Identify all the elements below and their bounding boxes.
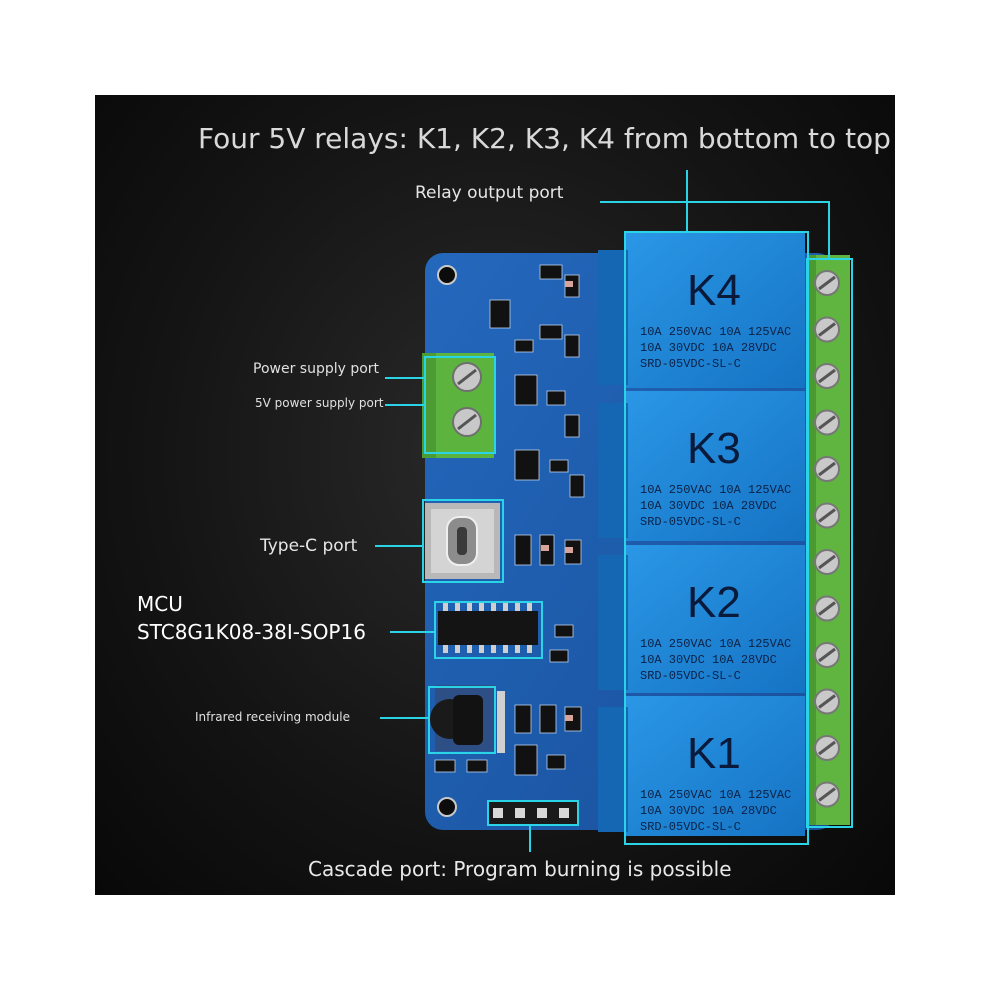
screw-slot [818,415,836,430]
screw-slot [818,275,836,291]
mounting-hole [437,797,457,817]
screw-slot [818,647,836,663]
type-c-label: Type-C port [260,536,358,556]
ir-receiver-component [430,685,505,753]
screw-slot [818,787,836,802]
relay-spec-line: 10A 30VDC 10A 28VDC [640,341,777,355]
power-5v-label: 5V power supply port [255,396,384,410]
relay-board-svg: K4 10A 250VAC 10A 125VAC 10A 30VDC 10A 28V… [375,170,853,852]
relay-spec-line: 10A 30VDC 10A 28VDC [640,653,777,667]
relay-spec-line: 10A 250VAC 10A 125VAC [640,483,791,497]
highlight-cascade [487,800,579,826]
relay-k4 [598,233,805,388]
mounting-hole [437,265,457,285]
relay-spec-line: SRD-05VDC-SL-C [640,357,741,371]
power-terminal-block [422,353,494,458]
leader-lines [375,170,830,852]
cascade-label: Cascade port: Program burning is possibl… [308,857,732,881]
relay-spec-line: SRD-05VDC-SL-C [640,669,741,683]
mcu-chip [438,603,538,653]
relay-k2 [598,545,805,693]
screw-slot [818,461,836,477]
terminal-screws [814,270,840,808]
relay-output-label: Relay output port [415,183,564,203]
relay-spec-line: SRD-05VDC-SL-C [640,820,741,834]
relay-k3 [598,391,805,541]
screw-slot [818,508,836,523]
relay-spec-line: 10A 250VAC 10A 125VAC [640,637,791,651]
mcu-label: MCU [137,592,183,616]
relay-name-k4: K4 [687,266,741,315]
screw-slot [818,368,836,384]
screw-slot [818,601,836,616]
relay-spec-line: 10A 250VAC 10A 125VAC [640,325,791,339]
relay-name-k2: K2 [687,578,741,627]
relay-spec-line: 10A 30VDC 10A 28VDC [640,804,777,818]
type-c-connector [425,503,500,579]
highlight-type-c [422,499,504,583]
output-terminal-strip [808,255,850,825]
cascade-header [488,801,578,825]
power-supply-label: Power supply port [253,361,380,377]
relay-spec-line: 10A 250VAC 10A 125VAC [640,788,791,802]
screw-slot [818,322,836,337]
relay-spec-line: SRD-05VDC-SL-C [640,515,741,529]
screw-slot [818,694,836,709]
highlight-ir [428,686,496,754]
infrared-label: Infrared receiving module [195,710,350,724]
relay-name-k3: K3 [687,424,741,473]
diodes [541,281,573,721]
screw-slot [818,740,836,756]
relay-text-group: K4 10A 250VAC 10A 125VAC 10A 30VDC 10A 28V… [640,266,791,834]
screw-slot [818,554,836,570]
mcu-model-label: STC8G1K08-38I-SOP16 [137,620,366,644]
product-diagram-panel: K4 10A 250VAC 10A 125VAC 10A 30VDC 10A 28V… [95,95,895,895]
relay-k1 [598,696,805,836]
relay-spec-line: 10A 30VDC 10A 28VDC [640,499,777,513]
page-title: Four 5V relays: K1, K2, K3, K4 from bott… [198,122,891,155]
relay-name-k1: K1 [687,729,741,778]
highlight-mcu [434,601,543,659]
